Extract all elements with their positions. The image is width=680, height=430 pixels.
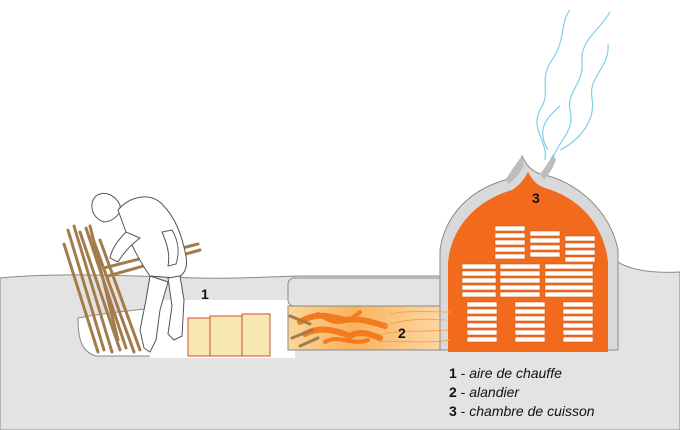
- label-3: 3: [532, 190, 540, 206]
- fire: [288, 310, 451, 348]
- firebox-roof: [287, 277, 459, 307]
- label-1: 1: [201, 286, 209, 302]
- legend: 1 - aire de chauffe 2 - alandier 3 - cha…: [449, 364, 595, 421]
- wood-slabs: [187, 313, 271, 357]
- kiln-chimney-left: [505, 156, 524, 184]
- legend-item-firing-chamber: 3 - chambre de cuisson: [449, 403, 595, 419]
- smoke: [536, 9, 611, 161]
- pottery-stacks: [461, 225, 596, 343]
- legend-item-heating-area: 1 - aire de chauffe: [449, 365, 562, 381]
- kiln-chimney-right: [540, 154, 556, 180]
- worker-figure: [91, 192, 187, 353]
- legend-item-firebox: 2 - alandier: [449, 384, 520, 400]
- label-2: 2: [398, 325, 406, 341]
